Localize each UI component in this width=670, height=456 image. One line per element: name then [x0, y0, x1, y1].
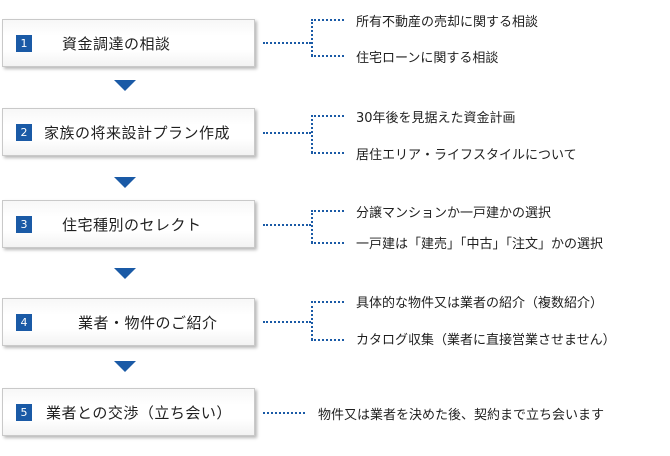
- step-4-branch: [311, 301, 313, 340]
- step-1-branch: [311, 19, 313, 56]
- step-4-box: 4 業者・物件のご紹介: [2, 298, 255, 346]
- step-5-number: 5: [16, 404, 32, 421]
- step-2-box: 2 家族の将来設計プラン作成: [2, 108, 255, 156]
- step-3-number: 3: [16, 216, 32, 233]
- step-1-box: 1 資金調達の相談: [2, 19, 255, 67]
- step-3-detail-1: 分譲マンションか一戸建かの選択: [356, 206, 552, 221]
- step-4-title: 業者・物件のご紹介: [78, 313, 218, 332]
- step-3-branch: [311, 210, 313, 243]
- step-2-connector: [263, 132, 311, 134]
- step-3-branch-bottom: [311, 242, 344, 244]
- step-2-branch-bottom: [311, 152, 344, 154]
- step-4-connector: [263, 321, 311, 323]
- step-3-detail-2: 一戸建は「建売」「中古」「注文」かの選択: [356, 237, 604, 252]
- step-4-number: 4: [16, 314, 32, 331]
- step-2-branch: [311, 115, 313, 153]
- step-1-number: 1: [16, 35, 32, 52]
- step-4-detail-2: カタログ収集（業者に直接営業させません）: [356, 333, 616, 348]
- down-arrow-icon: [114, 361, 136, 372]
- step-2-detail-1: 30年後を見据えた資金計画: [356, 111, 516, 126]
- step-3-branch-top: [311, 210, 344, 212]
- step-3-connector: [263, 224, 311, 226]
- step-2-detail-2: 居住エリア・ライフスタイルについて: [356, 148, 577, 163]
- down-arrow-icon: [114, 268, 136, 279]
- step-4-branch-bottom: [311, 339, 344, 341]
- step-5-detail-1: 物件又は業者を決めた後、契約まで立ち会います: [318, 408, 605, 423]
- step-1-connector: [263, 42, 311, 44]
- step-5-connector: [263, 412, 305, 414]
- step-5-box: 5 業者との交渉（立ち会い）: [2, 388, 255, 436]
- step-1-branch-top: [311, 19, 344, 21]
- step-3-box: 3 住宅種別のセレクト: [2, 200, 255, 248]
- step-2-branch-top: [311, 115, 344, 117]
- step-1-branch-bottom: [311, 55, 344, 57]
- step-5-title: 業者との交渉（立ち会い）: [46, 403, 232, 422]
- step-2-number: 2: [16, 124, 32, 141]
- step-2-title: 家族の将来設計プラン作成: [44, 123, 231, 142]
- step-1-detail-1: 所有不動産の売却に関する相談: [356, 15, 539, 30]
- step-3-title: 住宅種別のセレクト: [62, 215, 202, 234]
- step-4-detail-1: 具体的な物件又は業者の紹介（複数紹介）: [356, 296, 604, 311]
- down-arrow-icon: [114, 177, 136, 188]
- step-4-branch-top: [311, 301, 344, 303]
- step-1-title: 資金調達の相談: [62, 34, 171, 53]
- down-arrow-icon: [114, 80, 136, 91]
- step-1-detail-2: 住宅ローンに関する相談: [356, 51, 499, 66]
